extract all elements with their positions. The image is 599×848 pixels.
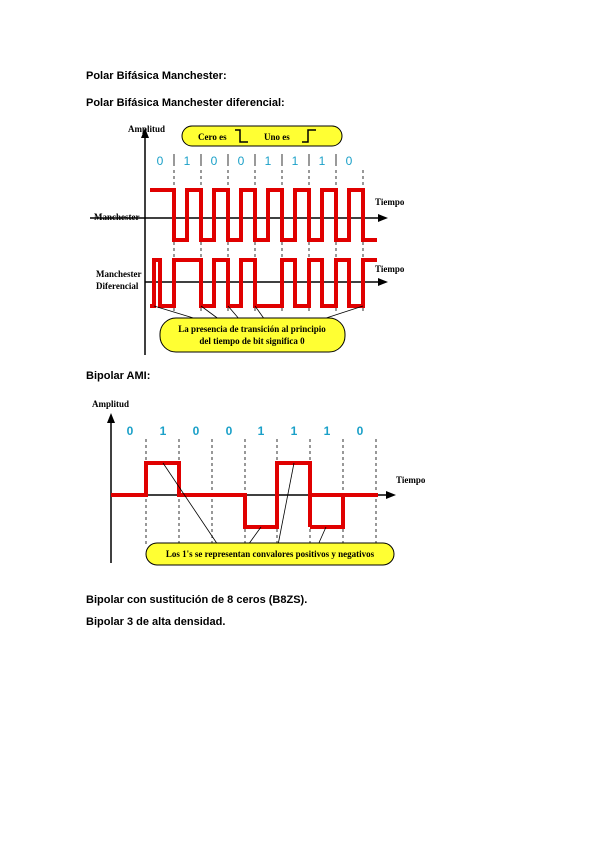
bit-label: 1 (265, 154, 272, 168)
bit-label: 0 (157, 154, 164, 168)
differential-manchester-signal (150, 258, 377, 308)
ami-bit-label: 0 (357, 424, 364, 438)
bit-label: 1 (292, 154, 299, 168)
ami-bit-label: 1 (291, 424, 298, 438)
ami-y-axis-arrow (107, 413, 115, 423)
heading-manchester: Polar Bifásica Manchester: (86, 70, 227, 82)
manchester-time-label: Tiempo (375, 197, 405, 207)
ami-bit-label: 1 (258, 424, 265, 438)
ami-note-text: Los 1's se representan convalores positi… (166, 549, 375, 559)
y-axis-arrow (141, 128, 149, 138)
differential-time-label: Tiempo (375, 264, 405, 274)
heading-b8zs: Bipolar con sustitución de 8 ceros (B8ZS… (86, 594, 308, 606)
ami-bit-label: 0 (127, 424, 134, 438)
manchester-time-arrow (378, 214, 388, 222)
ami-bit-label: 0 (193, 424, 200, 438)
manchester-figure: Amplitud Cero es Uno es 0 1 0 0 1 1 1 0 (90, 120, 425, 360)
differential-note-line2: del tiempo de bit significa 0 (199, 336, 305, 346)
differential-row-label-line1: Manchester (96, 269, 141, 279)
ami-bit-label: 1 (160, 424, 167, 438)
ami-note-callout (145, 542, 395, 566)
manchester-row-label: Manchester (94, 212, 139, 222)
differential-row-label-line2: Diferencial (96, 281, 139, 291)
bit-label: 1 (319, 154, 326, 168)
ami-bit-label: 1 (324, 424, 331, 438)
y-axis-label: Amplitud (128, 124, 165, 134)
ami-y-axis-label: Amplitud (92, 399, 129, 409)
bit-label: 0 (211, 154, 218, 168)
differential-note-callout (159, 317, 346, 353)
heading-ami: Bipolar AMI: (86, 370, 151, 382)
bit-label: 0 (346, 154, 353, 168)
heading-manchester-differential: Polar Bifásica Manchester diferencial: (86, 97, 285, 109)
differential-time-arrow (378, 278, 388, 286)
legend-zero-icon (235, 129, 248, 143)
ami-figure: Amplitud 0 1 0 0 1 1 1 0 Tiempo Los 1's … (88, 393, 433, 573)
heading-hdb3: Bipolar 3 de alta densidad. (86, 616, 226, 628)
ami-time-label: Tiempo (396, 475, 426, 485)
ami-bit-label: 0 (226, 424, 233, 438)
differential-note-line1: La presencia de transición al principio (178, 324, 326, 334)
legend-one-icon (302, 129, 316, 143)
manchester-signal (150, 188, 377, 242)
legend-one-label: Uno es (264, 132, 290, 142)
encoding-legend-box (181, 125, 343, 147)
bit-label: 1 (184, 154, 191, 168)
legend-zero-label: Cero es (198, 132, 227, 142)
ami-time-arrow (386, 491, 396, 499)
bit-label: 0 (238, 154, 245, 168)
